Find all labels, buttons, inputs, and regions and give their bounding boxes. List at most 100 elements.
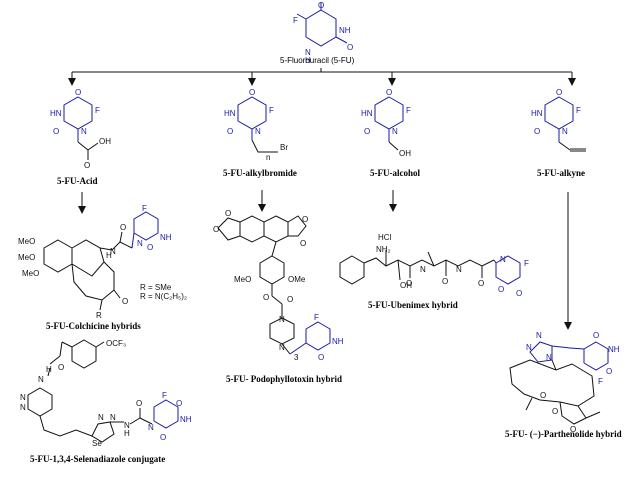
hybrid-arrows	[78, 190, 572, 330]
svg-text:O: O	[364, 127, 370, 136]
svg-text:N: N	[536, 331, 542, 340]
svg-text:N: N	[137, 239, 143, 248]
svg-text:NH: NH	[180, 415, 192, 424]
label-parthenolide-hybrid: 5-FU- (−)-Parthenolide hybrid	[505, 429, 622, 439]
label-5-fluorouracil: 5-Fluorouracil (5-FU)	[280, 56, 355, 65]
svg-text:O: O	[406, 279, 412, 288]
svg-text:HN: HN	[531, 109, 543, 118]
svg-text:O: O	[249, 88, 255, 97]
svg-text:F: F	[95, 106, 100, 115]
svg-text:N: N	[148, 423, 154, 432]
svg-text:O: O	[498, 285, 504, 294]
svg-text:Br: Br	[280, 143, 288, 152]
svg-text:N: N	[110, 247, 116, 256]
svg-text:F: F	[269, 106, 274, 115]
svg-text:O: O	[263, 293, 269, 302]
svg-text:O: O	[84, 161, 90, 170]
svg-text:N: N	[81, 127, 87, 136]
svg-text:O: O	[540, 391, 546, 400]
svg-text:OH: OH	[399, 149, 411, 158]
svg-text:O: O	[556, 88, 562, 97]
svg-text:O: O	[122, 297, 128, 306]
atom-O: O	[318, 1, 324, 10]
atom-O: O	[347, 43, 353, 52]
svg-text:N: N	[279, 343, 285, 352]
svg-text:O: O	[318, 353, 324, 362]
svg-text:O: O	[287, 295, 293, 304]
svg-text:F: F	[314, 313, 319, 322]
svg-text:O: O	[534, 127, 540, 136]
svg-text:N: N	[562, 127, 568, 136]
svg-text:O: O	[213, 225, 219, 234]
svg-text:O: O	[442, 277, 448, 286]
svg-text:O: O	[516, 289, 522, 298]
svg-text:O: O	[606, 367, 612, 376]
svg-text:N: N	[420, 265, 426, 274]
alkylbromide-structure: O F HN O N Br n	[224, 88, 288, 162]
svg-text:N: N	[392, 127, 398, 136]
svg-text:O: O	[176, 399, 182, 408]
alcohol-structure: O F HN O N OH	[361, 88, 411, 158]
svg-text:F: F	[524, 259, 529, 268]
label-5-fu-alkyne: 5-FU-alkyne	[537, 168, 585, 178]
svg-text:O: O	[552, 407, 558, 416]
svg-text:N: N	[124, 421, 130, 430]
svg-text:O: O	[570, 425, 576, 434]
svg-text:NH: NH	[608, 345, 620, 354]
label-ubenimex-hybrid: 5-FU-Ubenimex hybrid	[368, 300, 458, 310]
svg-text:MeO: MeO	[22, 269, 39, 278]
atom-N: N	[305, 48, 311, 57]
svg-text:F: F	[598, 377, 603, 386]
svg-text:R = N(C₂H₅)₂: R = N(C₂H₅)₂	[140, 292, 187, 301]
svg-text:O: O	[120, 223, 126, 232]
svg-text:O: O	[478, 279, 484, 288]
svg-text:N: N	[500, 255, 506, 264]
acid-structure: O F HN O N O OH	[50, 88, 111, 170]
svg-text:O: O	[227, 127, 233, 136]
svg-text:3: 3	[294, 353, 299, 362]
svg-text:HN: HN	[361, 109, 373, 118]
svg-text:O: O	[58, 363, 64, 372]
colchicine-hybrid-structure: MeO MeO MeO N H O O R F NH O N R = SMe R…	[18, 204, 187, 320]
svg-text:N: N	[20, 403, 26, 412]
svg-text:F: F	[162, 391, 167, 400]
svg-text:HN: HN	[224, 109, 236, 118]
svg-text:N: N	[20, 393, 26, 402]
svg-text:OH: OH	[400, 281, 412, 290]
label-selenadiazole-conjugate: 5-FU-1,3,4-Selenadiazole conjugate	[30, 454, 166, 464]
alkyne-structure: O F HN O N	[531, 88, 586, 152]
svg-text:NH: NH	[332, 337, 344, 346]
label-5-fu-alkylbromide: 5-FU-alkylbromide	[223, 168, 297, 178]
svg-text:MeO: MeO	[234, 275, 251, 284]
svg-text:N: N	[98, 413, 104, 422]
selenadiazole-conjugate-structure: OCF₃ N H O N N N N Se N H O N F O NH O	[20, 339, 192, 448]
svg-text:NH₂: NH₂	[376, 245, 391, 254]
svg-text:HN: HN	[50, 109, 62, 118]
svg-text:O: O	[302, 215, 308, 224]
svg-text:F: F	[406, 106, 411, 115]
svg-text:HCl: HCl	[378, 233, 392, 242]
svg-text:N: N	[546, 353, 552, 362]
svg-text:O: O	[386, 88, 392, 97]
svg-text:R: R	[96, 311, 102, 320]
svg-text:OCF₃: OCF₃	[106, 339, 126, 348]
svg-text:H: H	[46, 365, 52, 374]
svg-text:H: H	[106, 251, 112, 260]
svg-text:R = SMe: R = SMe	[140, 283, 172, 292]
svg-text:N: N	[526, 343, 532, 352]
svg-text:N: N	[255, 127, 261, 136]
atom-NH: NH	[339, 26, 351, 35]
svg-text:OH: OH	[99, 137, 111, 146]
svg-text:N: N	[456, 265, 462, 274]
label-colchicine-hybrids: 5-FU-Colchicine hybrids	[46, 321, 141, 331]
svg-text:NH: NH	[160, 233, 172, 242]
svg-text:N: N	[279, 315, 285, 324]
svg-text:F: F	[576, 106, 581, 115]
svg-text:Se: Se	[92, 439, 102, 448]
branch-connectors	[68, 68, 576, 86]
svg-text:O: O	[53, 127, 59, 136]
svg-text:O: O	[300, 239, 306, 248]
svg-text:n: n	[266, 153, 270, 162]
svg-text:O: O	[593, 331, 599, 340]
svg-text:N: N	[110, 413, 116, 422]
